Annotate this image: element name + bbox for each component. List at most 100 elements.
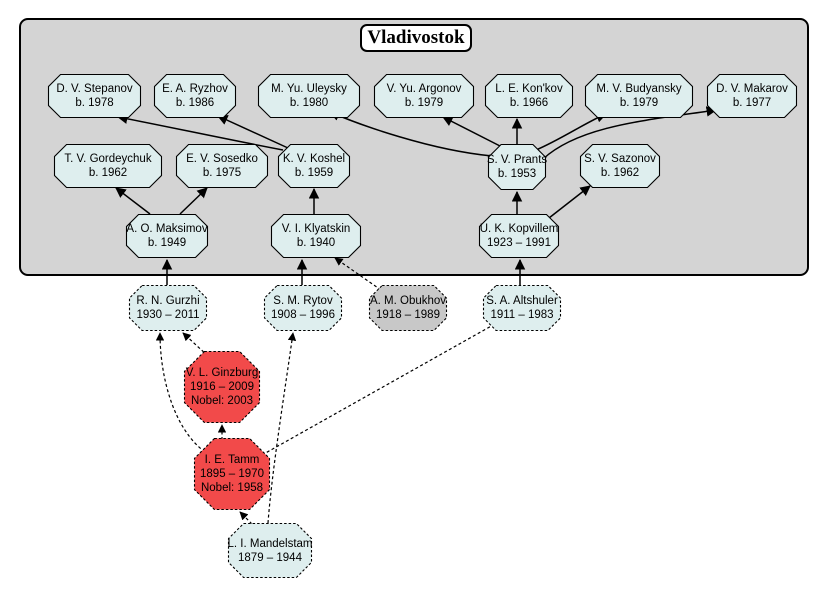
node-name: K. V. Koshel [282, 153, 346, 165]
node-line2: b. 1975 [202, 167, 242, 179]
edge-koshel-to-ryzhov [217, 115, 289, 149]
edge-maksimov-to-gordeychuk [115, 187, 151, 215]
node-line3: Nobel: 1958 [200, 482, 264, 494]
node-name: S. V. Sazonov [584, 153, 656, 165]
node-line2: 1911 – 1983 [490, 309, 554, 321]
edge-tamm-to-altshuler [261, 319, 503, 456]
octagon-shape [373, 73, 475, 119]
octagon-shape [706, 73, 798, 119]
node-line2: 1923 – 1991 [487, 237, 551, 249]
node-gordeychuk: T. V. Gordeychuk b. 1962 [53, 143, 163, 189]
edge-mandelstam-to-rytov [267, 332, 297, 524]
node-name: V. Yu. Argonov [386, 83, 462, 95]
node-name: M. Yu. Uleysky [271, 83, 347, 95]
node-name: S. V. Prants [486, 154, 548, 166]
octagon-shape [579, 143, 661, 189]
node-name: E. V. Sosedko [186, 153, 258, 165]
node-line2: b. 1962 [600, 167, 640, 179]
octagon-shape [270, 213, 362, 259]
node-sosedko: E. V. Sosedko b. 1975 [175, 143, 269, 189]
node-name: V. I. Klyatskin [281, 223, 351, 235]
edge-kopvillem-to-sazonov [548, 185, 591, 219]
node-altshuler: S. A. Altshuler 1911 – 1983 [482, 284, 562, 332]
node-stepanov: D. V. Stepanov b. 1978 [47, 73, 142, 119]
node-kopvillem: U. K. Kopvillem 1923 – 1991 [478, 213, 560, 259]
node-name: S. A. Altshuler [486, 295, 558, 307]
node-uleysky: M. Yu. Uleysky b. 1980 [257, 73, 361, 119]
node-name: D. V. Makarov [716, 83, 788, 95]
octagon-shape [584, 73, 694, 119]
node-line2: b. 1953 [497, 168, 537, 180]
node-name: E. A. Ryzhov [162, 83, 228, 95]
node-name: A. M. Obukhov [369, 295, 447, 307]
octagon-shape [487, 143, 547, 191]
edge-prants-to-argonov [442, 116, 501, 147]
node-obukhov: A. M. Obukhov 1918 – 1989 [368, 284, 448, 332]
node-line2: b. 1978 [75, 97, 114, 109]
octagon-shape [484, 73, 574, 119]
octagon-shape [175, 143, 269, 189]
node-line2: 1930 – 2011 [136, 309, 200, 321]
node-name: U. K. Kopvillem [479, 223, 559, 235]
octagon-shape [257, 73, 361, 119]
octagon-shape [277, 143, 351, 189]
octagon-shape [183, 350, 261, 424]
edge-obukhov-to-klyatskin [334, 257, 382, 291]
octagon-shape [482, 284, 562, 332]
node-name: S. M. Rytov [273, 295, 333, 307]
node-line3: Nobel: 2003 [190, 395, 254, 407]
octagon-shape [227, 522, 313, 579]
octagon-shape [125, 213, 209, 259]
octagon-shape [153, 73, 237, 119]
node-line2: b. 1980 [289, 97, 329, 109]
node-line2: 1918 – 1989 [376, 309, 440, 321]
node-name: M. V. Budyansky [596, 83, 682, 95]
node-line2: b. 1940 [296, 237, 336, 249]
node-line2: b. 1966 [509, 97, 549, 109]
node-line2: b. 1986 [175, 97, 215, 109]
node-name: D. V. Stepanov [56, 83, 133, 95]
node-koshel: K. V. Koshel b. 1959 [277, 143, 351, 189]
edge-mandelstam-to-tamm [239, 511, 253, 525]
octagon-shape [478, 213, 560, 259]
node-line2: b. 1979 [404, 97, 444, 109]
node-sazonov: S. V. Sazonov b. 1962 [579, 143, 661, 189]
edge-tamm-to-gurzhi [155, 332, 206, 453]
octagon-shape [47, 73, 142, 119]
node-line2: b. 1979 [619, 97, 659, 109]
octagon-shape [263, 284, 343, 332]
node-name: A. O. Maksimov [126, 223, 208, 235]
node-line2: 1879 – 1944 [238, 551, 302, 564]
edge-prants-to-uleysky [329, 110, 493, 157]
octagon-shape [128, 284, 208, 332]
edge-koshel-to-stepanov [116, 113, 284, 151]
octagon-shape [193, 437, 271, 511]
node-name: I. E. Tamm [204, 454, 260, 466]
node-line2: 1895 – 1970 [200, 468, 264, 480]
node-name: V. L. Ginzburg [185, 367, 259, 379]
node-gurzhi: R. N. Gurzhi 1930 – 2011 [128, 284, 208, 332]
node-name: R. N. Gurzhi [136, 295, 200, 307]
edge-prants-to-makarov [542, 106, 718, 160]
edge-maksimov-to-sosedko [179, 187, 208, 215]
octagon-shape [368, 284, 448, 332]
node-konkov: L. E. Kon'kov b. 1966 [484, 73, 574, 119]
octagon-shape [53, 143, 163, 189]
node-name: L. E. Kon'kov [495, 83, 563, 95]
node-budyansky: M. V. Budyansky b. 1979 [584, 73, 694, 119]
node-line2: b. 1959 [294, 167, 334, 179]
node-prants: S. V. Prants b. 1953 [486, 143, 548, 191]
node-line2: b. 1962 [88, 167, 128, 179]
cluster-title: Vladivostok [360, 24, 472, 52]
node-ryzhov: E. A. Ryzhov b. 1986 [153, 73, 237, 119]
node-argonov: V. Yu. Argonov b. 1979 [373, 73, 475, 119]
node-name: L. I. Mandelstam [227, 537, 313, 550]
node-name: T. V. Gordeychuk [64, 153, 152, 165]
